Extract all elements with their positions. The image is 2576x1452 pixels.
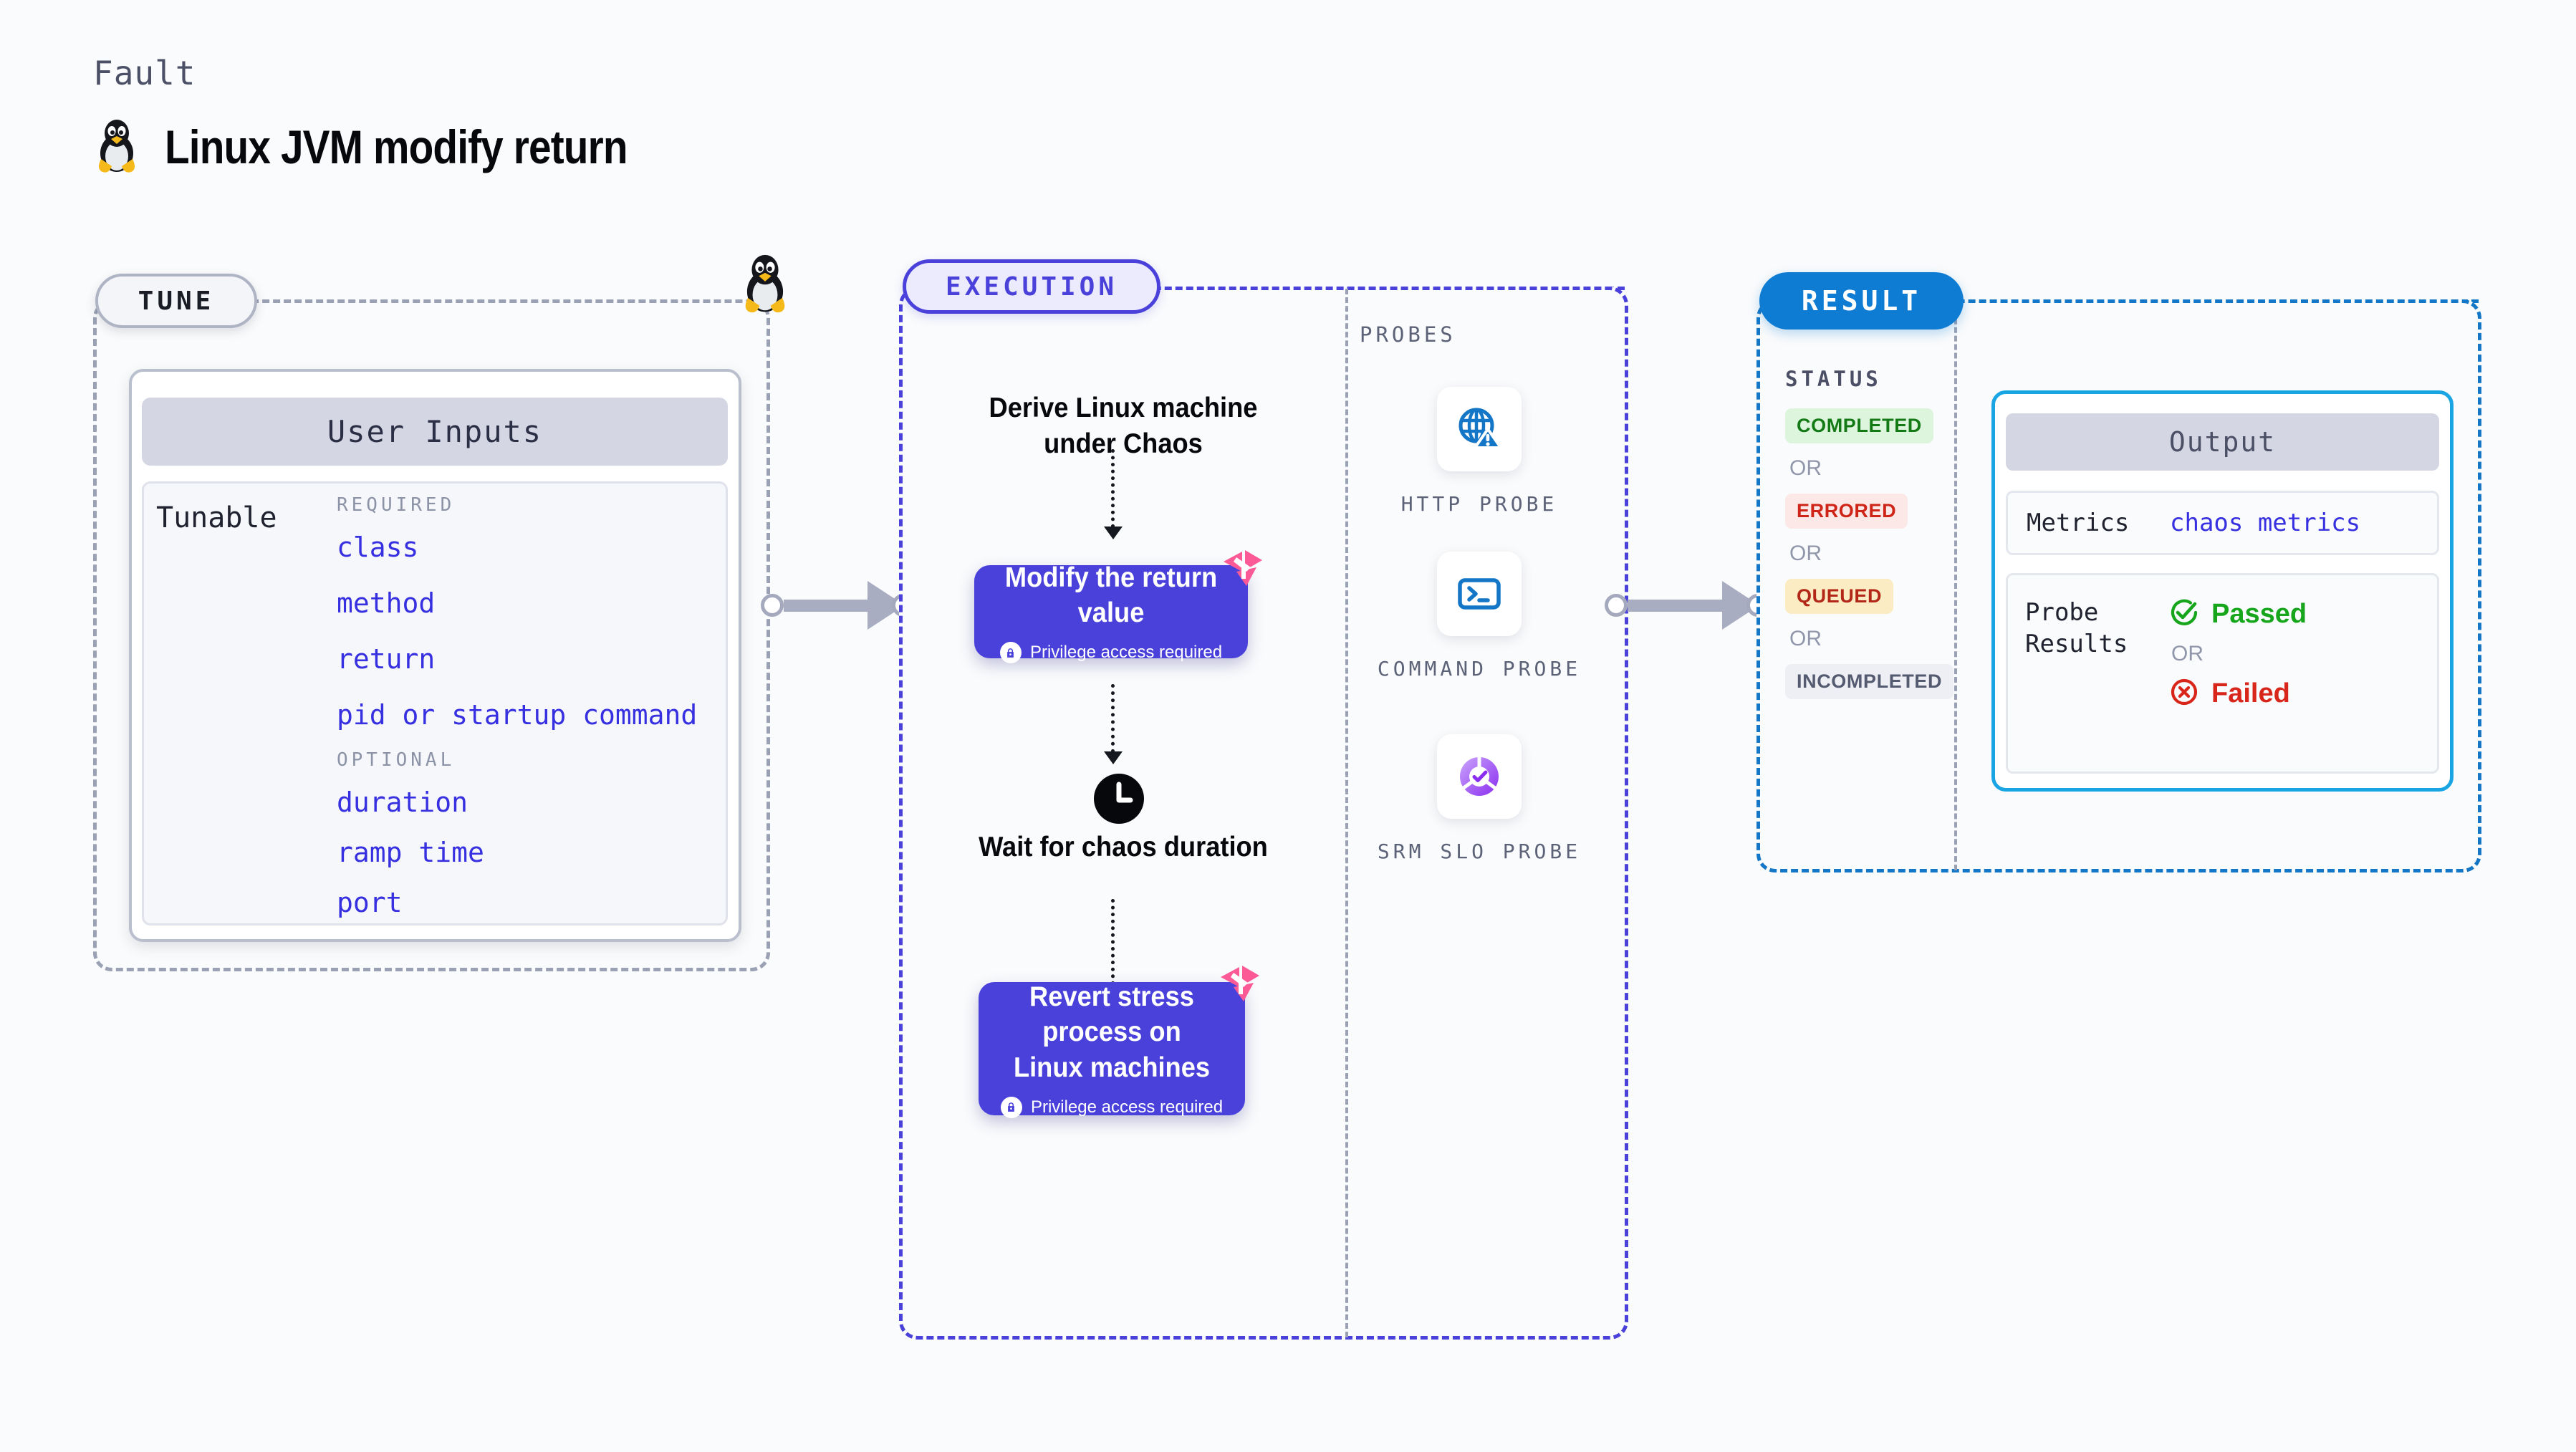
litmus-logo-icon: [1221, 546, 1265, 590]
tunable-item[interactable]: return: [337, 643, 436, 675]
probe-label: HTTP PROBE: [1400, 492, 1558, 516]
or-separator: OR: [1789, 627, 1822, 650]
flow-arrow-icon: [1104, 684, 1123, 764]
fault-kicker: Fault: [93, 54, 196, 92]
execution-card-title: Modify the return value: [1004, 562, 1218, 628]
status-badge: QUEUED: [1785, 579, 1894, 614]
output-header: Output: [2006, 413, 2439, 471]
probe-result-passed: Passed: [2168, 597, 2307, 632]
metrics-row: Metrics chaos metrics: [2006, 491, 2439, 555]
check-circle-icon: [2168, 597, 2200, 632]
probes-divider: [1345, 289, 1348, 1337]
tunable-item[interactable]: ramp time: [337, 837, 484, 868]
terminal-icon: [1437, 552, 1522, 636]
execution-card-title: Revert stress process on Linux machines: [1013, 981, 1211, 1083]
or-separator: OR: [1789, 542, 1822, 565]
lock-icon: [1000, 1096, 1022, 1118]
clock-icon: [1092, 772, 1145, 825]
probe-label: SRM SLO PROBE: [1377, 840, 1582, 863]
tunable-item[interactable]: method: [337, 587, 436, 619]
required-group-label: REQUIRED: [337, 494, 456, 516]
user-inputs-header: User Inputs: [142, 398, 728, 466]
privilege-row: Privilege access required: [1000, 1096, 1224, 1118]
flow-arrow-icon: [1104, 449, 1123, 539]
linux-penguin-icon: [93, 115, 140, 178]
tunable-label: Tunable: [156, 501, 277, 534]
connector-bar: [1628, 599, 1724, 612]
tunable-item[interactable]: class: [337, 532, 419, 563]
probes-section-label: PROBES: [1360, 322, 1456, 347]
status-list: COMPLETED OR ERRORED OR QUEUED OR INCOMP…: [1785, 408, 1954, 699]
connector-bar: [784, 599, 869, 612]
x-circle-icon: [2168, 676, 2200, 711]
metrics-label: Metrics: [2027, 508, 2130, 537]
tunable-item[interactable]: port: [337, 887, 403, 918]
probe-result-failed: Failed: [2168, 676, 2307, 711]
lock-icon: [999, 642, 1022, 664]
execution-step-derive: Derive Linux machine under Chaos: [989, 393, 1258, 459]
probe-results-label: Results: [2025, 630, 2128, 659]
tunable-list: REQUIRED class method return pid or star…: [337, 494, 709, 937]
probe-item-http[interactable]: HTTP PROBE: [1361, 387, 1597, 519]
connector-dot: [761, 594, 784, 617]
result-divider: [1954, 302, 1957, 870]
passed-label: Passed: [2211, 599, 2307, 629]
optional-group-label: OPTIONAL: [337, 749, 456, 771]
page-title: Linux JVM modify return: [165, 120, 628, 173]
privilege-text: Privilege access required: [1030, 1097, 1224, 1117]
globe-warning-icon: [1437, 387, 1522, 471]
execution-step-wait: Wait for chaos duration: [979, 832, 1268, 862]
status-badge: ERRORED: [1785, 494, 1908, 529]
execution-card-revert-stress[interactable]: Revert stress process on Linux machines …: [979, 981, 1245, 1118]
slo-donut-check-icon: [1437, 734, 1522, 819]
connector-execution-to-result: [1605, 581, 1769, 630]
flow-arrow-icon: [1104, 899, 1123, 996]
status-badge: INCOMPLETED: [1785, 664, 1954, 699]
connector-dot: [1605, 594, 1628, 617]
status-badge: COMPLETED: [1785, 408, 1933, 443]
privilege-text: Privilege access required: [1029, 643, 1223, 663]
privilege-row: Privilege access required: [999, 642, 1223, 664]
execution-card-modify-return[interactable]: Modify the return value Privilege access…: [974, 562, 1248, 664]
probe-label: COMMAND PROBE: [1377, 657, 1582, 681]
probe-results-label: Probe: [2025, 598, 2099, 627]
or-separator: OR: [1789, 456, 1822, 480]
fault-title-row: Linux JVM modify return: [93, 115, 703, 178]
litmus-logo-icon: [1218, 961, 1262, 1006]
execution-section-pill[interactable]: EXECUTION: [903, 259, 1160, 314]
probe-item-srm-slo[interactable]: SRM SLO PROBE: [1361, 734, 1597, 867]
linux-penguin-icon-marker: [739, 249, 791, 315]
tunable-box: [142, 481, 728, 925]
connector-tune-to-execution: [761, 581, 915, 630]
probe-item-command[interactable]: COMMAND PROBE: [1361, 552, 1597, 684]
tunable-item[interactable]: duration: [337, 787, 468, 818]
tunable-item[interactable]: pid or startup command: [337, 699, 698, 731]
metrics-value[interactable]: chaos metrics: [2170, 509, 2361, 537]
tune-section-pill[interactable]: TUNE: [95, 274, 257, 328]
probe-results-row: Probe Results Passed OR: [2006, 573, 2439, 774]
failed-label: Failed: [2211, 678, 2290, 708]
or-separator: OR: [2171, 642, 2203, 665]
status-label: STATUS: [1785, 367, 1882, 391]
result-section-pill[interactable]: RESULT: [1759, 272, 1964, 330]
